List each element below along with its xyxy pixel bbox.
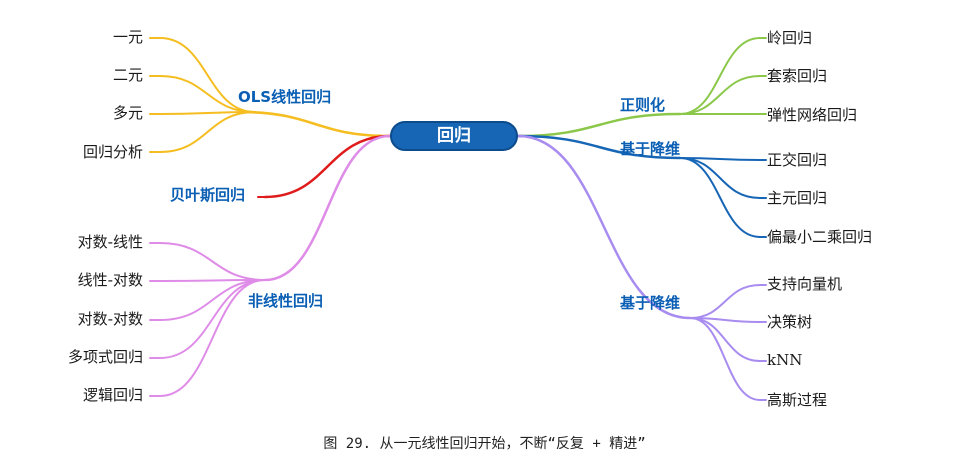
branch-bayes-label: 贝叶斯回归 — [170, 186, 246, 204]
leaf-nonlinear-3: 对数-对数 — [77, 310, 143, 328]
leaf-dimred-2: 主元回归 — [767, 189, 828, 207]
connector-nonlinear-leaf-3 — [159, 279, 266, 321]
connector-dimred-leaf-1 — [679, 157, 761, 161]
branch-ols-label: OLS线性回归 — [238, 88, 332, 106]
leaf-nonlinear-5: 逻辑回归 — [82, 386, 143, 404]
leaf-ols-4: 回归分析 — [82, 143, 143, 161]
leaf-dimred-1: 正交回归 — [767, 151, 828, 169]
connector-ml-leaf-1 — [689, 284, 761, 319]
connector-dimred-leaf-2 — [679, 157, 761, 199]
leaf-nonlinear-1: 对数-线性 — [77, 233, 143, 251]
connector-root-dimred — [516, 134, 682, 160]
connector-ols-leaf-1 — [159, 37, 256, 113]
leaf-ols-2: 二元 — [112, 66, 143, 84]
connector-root-nonlinear — [263, 134, 392, 282]
connector-root-ml — [516, 134, 692, 320]
leaf-ml-2: 决策树 — [767, 313, 813, 331]
connector-regularization-leaf-2 — [679, 75, 761, 115]
connector-nonlinear-leaf-5 — [159, 279, 266, 397]
connector-ml-leaf-4 — [689, 317, 761, 401]
leaf-nonlinear-4: 多项式回归 — [67, 348, 143, 366]
connector-ml-leaf-3 — [689, 317, 761, 362]
connector-nonlinear-leaf-4 — [159, 279, 266, 359]
connector-dimred-leaf-3 — [679, 157, 761, 238]
root-node: 回归 — [390, 121, 518, 151]
connector-ols-leaf-2 — [159, 75, 256, 113]
leaf-ml-3: kNN — [767, 351, 803, 369]
leaf-dimred-3: 偏最小二乘回归 — [767, 228, 873, 246]
branch-dimred-label: 基于降维 — [620, 140, 681, 158]
leaf-ols-3: 多元 — [112, 104, 143, 122]
leaf-ols-1: 一元 — [112, 28, 143, 46]
figure-caption: 图 29. 从一元线性回归开始，不断“反复 + 精进” — [323, 436, 646, 452]
leaf-regularization-1: 岭回归 — [767, 29, 813, 47]
connector-regularization-leaf-1 — [679, 37, 761, 115]
connector-nonlinear-leaf-2 — [159, 279, 266, 282]
branch-regularization-label: 正则化 — [620, 96, 666, 114]
connector-nonlinear-leaf-1 — [159, 242, 266, 281]
connector-ols-leaf-3 — [159, 111, 256, 115]
connector-root-bayes — [263, 134, 392, 199]
connector-root-regularization — [516, 112, 682, 138]
branch-nonlinear-label: 非线性回归 — [248, 292, 324, 310]
leaf-ml-4: 高斯过程 — [767, 391, 828, 409]
leaf-regularization-3: 弹性网络回归 — [767, 106, 858, 124]
connector-ols-leaf-4 — [159, 111, 256, 153]
connector-root-ols — [238, 110, 392, 138]
leaf-nonlinear-2: 线性-对数 — [77, 271, 143, 289]
leaf-ml-1: 支持向量机 — [767, 275, 843, 293]
leaf-regularization-2: 套索回归 — [767, 67, 828, 85]
branch-ml-label: 基于降维 — [620, 294, 681, 312]
